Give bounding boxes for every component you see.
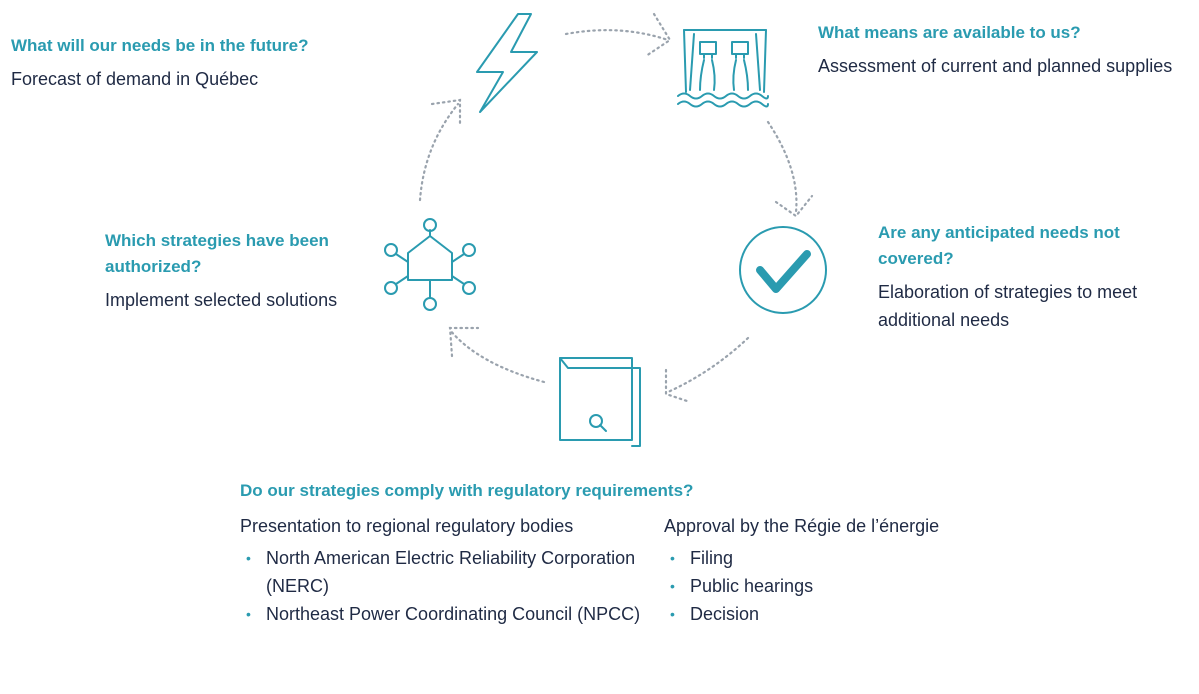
arrow-forecast-to-means xyxy=(564,29,670,42)
authorized-text: Implement selected solutions xyxy=(105,290,338,310)
step-authorized: Which strategies have been authorized? I… xyxy=(105,228,345,314)
gaps-text: Elaboration of strategies to meet additi… xyxy=(878,282,1138,330)
regulatory-right-text: Approval by the Régie de l’énergie xyxy=(664,516,940,536)
step-forecast: What will our needs be in the future? Fo… xyxy=(11,33,451,93)
arrow-means-to-gaps xyxy=(766,120,798,214)
regulatory-left-list: North American Electric Reliability Corp… xyxy=(240,544,650,628)
regulatory-left-column: Presentation to regional regulatory bodi… xyxy=(240,512,650,628)
lightning-icon xyxy=(476,13,538,113)
step-means: What means are available to us? Assessme… xyxy=(818,20,1196,80)
list-item: Filing xyxy=(664,544,994,572)
document-icon xyxy=(559,357,641,447)
regulatory-left-text: Presentation to regional regulatory bodi… xyxy=(240,516,574,536)
forecast-text: Forecast of demand in Québec xyxy=(11,69,259,89)
means-question: What means are available to us? xyxy=(818,23,1081,42)
list-item: North American Electric Reliability Corp… xyxy=(240,544,650,600)
authorized-question: Which strategies have been authorized? xyxy=(105,231,329,276)
means-text: Assessment of current and planned suppli… xyxy=(818,56,1173,76)
list-item: Decision xyxy=(664,600,994,628)
checkmark-icon xyxy=(739,226,827,314)
forecast-question: What will our needs be in the future? xyxy=(11,36,309,55)
dam-icon xyxy=(677,29,769,108)
regulatory-question: Do our strategies comply with regulatory… xyxy=(240,481,694,500)
step-regulatory: Do our strategies comply with regulatory… xyxy=(240,478,860,504)
arrow-gaps-to-regulatory xyxy=(666,336,750,394)
network-house-icon xyxy=(384,218,476,311)
arrow-authorized-to-forecast xyxy=(418,102,460,202)
regulatory-right-column: Approval by the Régie de l’énergie Filin… xyxy=(664,512,994,628)
list-item: Public hearings xyxy=(664,572,994,600)
gaps-question: Are any anticipated needs not covered? xyxy=(878,223,1120,268)
arrow-regulatory-to-authorized xyxy=(448,328,546,384)
regulatory-right-list: Filing Public hearings Decision xyxy=(664,544,994,628)
list-item: Northeast Power Coordinating Council (NP… xyxy=(240,600,650,628)
cycle-arrows xyxy=(418,12,814,404)
step-gaps: Are any anticipated needs not covered? E… xyxy=(878,220,1178,334)
